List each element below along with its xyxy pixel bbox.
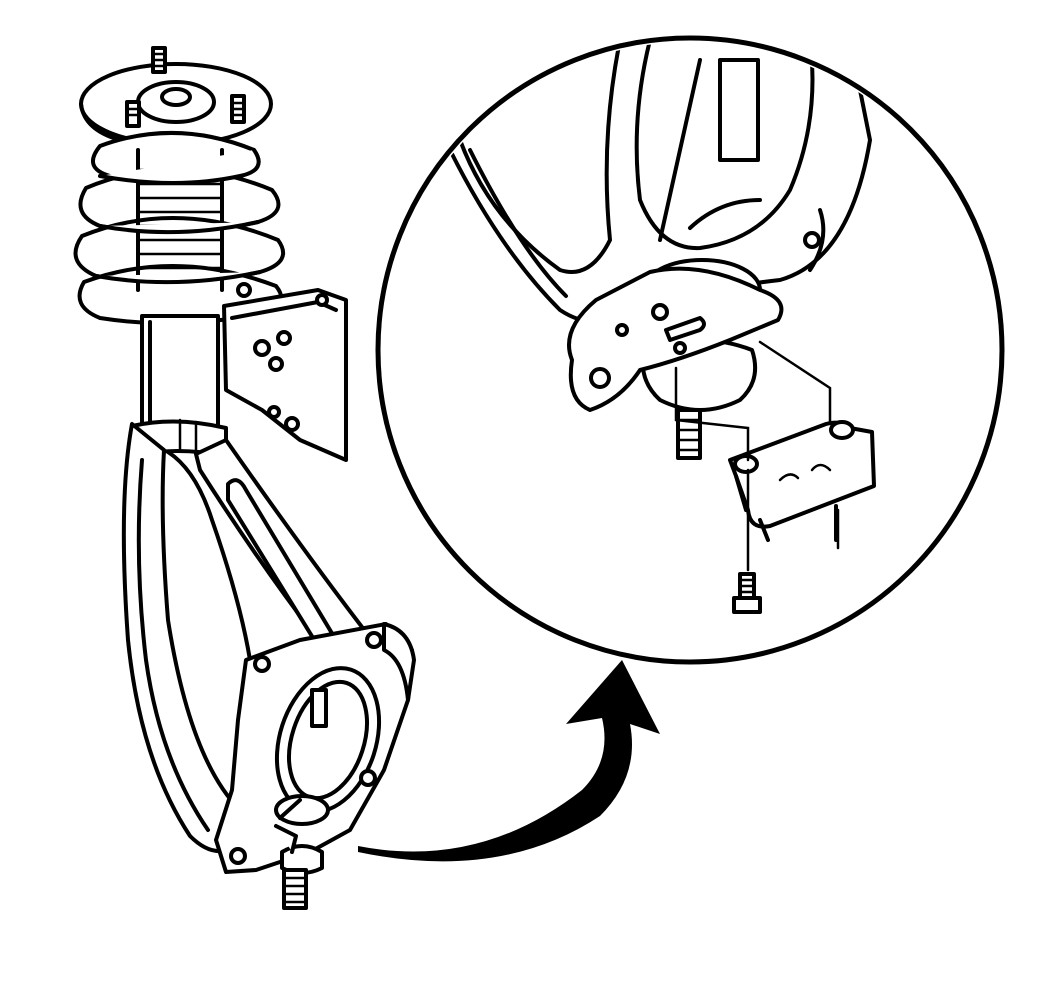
hub-flange [214,622,416,874]
steering-knuckle [121,422,374,854]
strut-bracket [222,282,348,462]
coil-spring [73,130,285,326]
control-arm [448,42,872,324]
curved-arrow [358,660,660,862]
knuckle-flange [567,266,784,412]
upper-mount-plate [79,46,273,146]
ball-joint-stud [274,794,330,910]
detail-view [375,35,1005,665]
mounting-bolt [732,572,762,614]
leader-lines [674,340,840,572]
strut-assembly [73,46,416,910]
